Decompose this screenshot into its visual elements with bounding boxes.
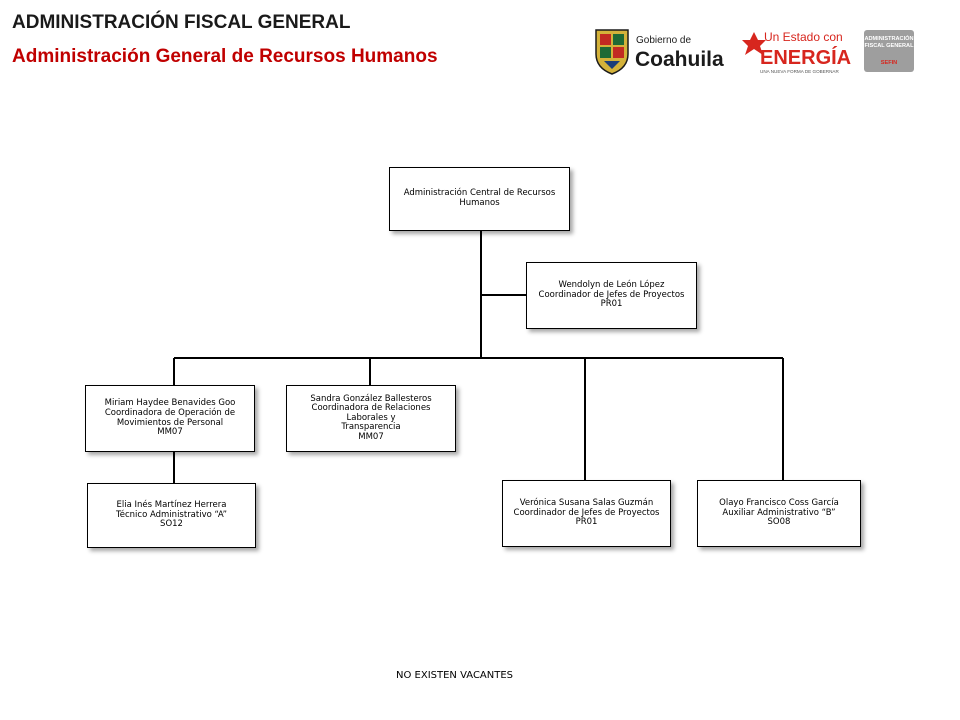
- energia-star-icon: [742, 32, 766, 55]
- afg-line2-text: FISCAL GENERAL: [865, 43, 915, 49]
- page-subtitle: Administración General de Recursos Human…: [12, 46, 438, 67]
- coahuila-top-text: Gobierno de: [636, 35, 691, 46]
- org-box-veronica: Verónica Susana Salas Guzmán Coordinador…: [502, 480, 671, 547]
- org-box-olayo: Olayo Francisco Coss García Auxiliar Adm…: [697, 480, 861, 547]
- org-box-text: Administración Central de Recursos Human…: [400, 189, 560, 208]
- org-box-line: Coordinadora de Relaciones Laborales y: [311, 403, 431, 423]
- org-box-line: Técnico Administrativo “A”: [116, 509, 227, 520]
- org-box-line: PR01: [600, 299, 623, 310]
- org-box-text: Sandra González Ballesteros Coordinadora…: [287, 393, 455, 443]
- page-title: ADMINISTRACIÓN FISCAL GENERAL: [12, 12, 351, 33]
- org-box-line: Humanos: [459, 198, 500, 208]
- org-box-line: Coordinador de Jefes de Proyectos: [538, 289, 685, 300]
- org-box-line: Coordinadora de Operación de: [104, 407, 236, 418]
- org-box-line: SO12: [160, 519, 183, 530]
- org-box-line: Administración Central de Recursos: [403, 188, 556, 199]
- vacancy-note: NO EXISTEN VACANTES: [396, 670, 514, 681]
- org-box-line: Miriam Haydee Benavides Goo: [104, 398, 236, 409]
- org-box-line: Wendolyn de León López: [558, 280, 665, 291]
- afg-badge: ADMINISTRACIÓN FISCAL GENERAL SEFIN: [864, 30, 914, 72]
- org-box-text: Elia Inés Martínez Herrera Técnico Admin…: [112, 501, 231, 530]
- afg-line3-text: SEFIN: [881, 60, 897, 66]
- org-box-root: Administración Central de Recursos Human…: [389, 167, 570, 231]
- energia-top-text: Un Estado con: [764, 30, 843, 44]
- org-box-sandra: Sandra González Ballesteros Coordinadora…: [286, 385, 456, 452]
- org-box-line: Auxiliar Administrativo “B”: [722, 507, 836, 518]
- org-box-line: Movimientos de Personal: [116, 417, 224, 428]
- energia-main-text: ENERGÍA: [760, 46, 851, 69]
- org-box-text: Olayo Francisco Coss García Auxiliar Adm…: [715, 499, 843, 528]
- org-box-assistant: Wendolyn de León López Coordinador de Je…: [526, 262, 697, 329]
- org-box-line: MM07: [157, 427, 183, 438]
- org-box-line: Coordinador de Jefes de Proyectos: [513, 507, 660, 518]
- coahuila-shield-icon: [595, 29, 629, 75]
- org-box-line: Elia Inés Martínez Herrera: [116, 500, 227, 511]
- org-box-line: Transparencia: [341, 422, 401, 433]
- org-box-text: Miriam Haydee Benavides Goo Coordinadora…: [101, 399, 240, 437]
- coahuila-main-text: Coahuila: [635, 48, 724, 71]
- org-box-line: Verónica Susana Salas Guzmán: [519, 498, 654, 509]
- org-box-line: MM07: [358, 431, 384, 442]
- org-box-miriam: Miriam Haydee Benavides Goo Coordinadora…: [85, 385, 255, 452]
- org-box-elia: Elia Inés Martínez Herrera Técnico Admin…: [87, 483, 256, 548]
- org-box-line: SO08: [767, 517, 791, 528]
- org-box-text: Wendolyn de León López Coordinador de Je…: [535, 281, 689, 310]
- org-box-line: PR01: [575, 517, 598, 528]
- afg-line1-text: ADMINISTRACIÓN: [864, 34, 913, 42]
- org-box-text: Verónica Susana Salas Guzmán Coordinador…: [510, 499, 664, 528]
- energia-tagline-text: UNA NUEVA FORMA DE GOBERNAR: [760, 69, 839, 74]
- logo-strip: Gobierno de Coahuila Un Estado con ENERG…: [595, 29, 914, 75]
- org-box-line: Olayo Francisco Coss García: [719, 498, 839, 509]
- org-box-line: Sandra González Ballesteros: [310, 393, 432, 404]
